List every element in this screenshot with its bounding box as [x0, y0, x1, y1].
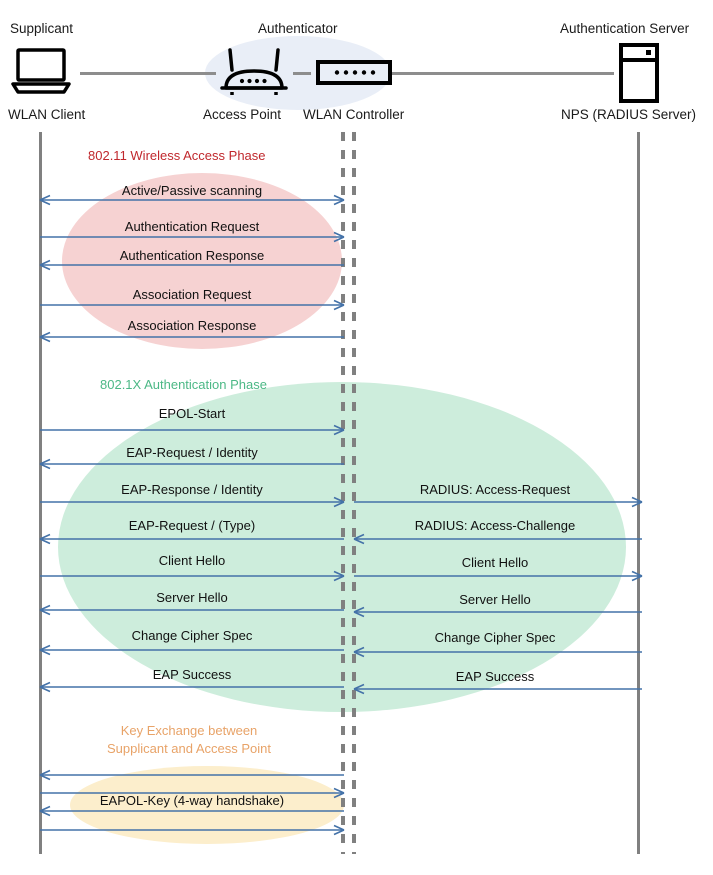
message-arrow-eapol-key-3: [34, 804, 350, 818]
message-arrow-radius-access-challenge: [348, 532, 648, 546]
message-label-authentication-request: Authentication Request: [124, 219, 260, 234]
message-label-client-hello-right: Client Hello: [461, 555, 529, 570]
message-label-eap-response-identity: EAP-Response / Identity: [121, 482, 263, 497]
message-arrow-eap-request-type: [34, 532, 350, 546]
message-arrow-authentication-response: [34, 258, 350, 272]
message-arrow-radius-access-request: [348, 495, 648, 509]
message-arrow-server-hello-right: [348, 605, 648, 619]
message-arrow-epol-start: [34, 423, 350, 437]
message-label-eap-request-identity: EAP-Request / Identity: [126, 445, 258, 460]
message-label-radius-access-challenge: RADIUS: Access-Challenge: [414, 518, 576, 533]
actor-device-nps-radius-server: NPS (RADIUS Server): [561, 107, 697, 122]
message-label-radius-access-request: RADIUS: Access-Request: [419, 482, 571, 497]
link-controller-to-server: [392, 72, 614, 75]
phase-ellipse-wireless: [62, 173, 342, 349]
message-arrow-client-hello-left: [34, 569, 350, 583]
phase-title-wireless: 802.11 Wireless Access Phase: [88, 148, 266, 163]
actor-role-supplicant: Supplicant: [10, 21, 74, 36]
lifeline-authenticator-left: [341, 132, 345, 854]
message-arrow-eapol-key-4: [34, 823, 350, 837]
message-label-eap-success-left: EAP Success: [152, 667, 232, 682]
message-arrow-eap-response-identity: [34, 495, 350, 509]
message-label-eap-request-type: EAP-Request / (Type): [128, 518, 256, 533]
message-arrow-client-hello-right: [348, 569, 648, 583]
wlan-controller-icon: [316, 59, 392, 87]
message-label-active-passive-scanning: Active/Passive scanning: [121, 183, 263, 198]
message-arrow-association-response: [34, 330, 350, 344]
link-ap-to-controller: [293, 72, 311, 75]
message-arrow-authentication-request: [34, 230, 350, 244]
message-label-change-cipher-spec-right: Change Cipher Spec: [434, 630, 556, 645]
actor-device-access-point: Access Point: [203, 107, 282, 122]
actor-role-authentication-server: Authentication Server: [560, 21, 690, 36]
message-arrow-eap-request-identity: [34, 457, 350, 471]
laptop-icon: [10, 48, 72, 96]
phase-title-dot1x: 802.1X Authentication Phase: [100, 377, 267, 392]
message-label-association-request: Association Request: [132, 287, 252, 302]
message-label-change-cipher-spec-left: Change Cipher Spec: [131, 628, 253, 643]
message-arrow-change-cipher-spec-left: [34, 643, 350, 657]
message-label-association-response: Association Response: [127, 318, 257, 333]
message-arrow-eap-success-left: [34, 680, 350, 694]
message-arrow-eap-success-right: [348, 682, 648, 696]
message-label-server-hello-right: Server Hello: [459, 592, 531, 607]
lifeline-authenticator-right: [352, 132, 356, 854]
lifeline-supplicant: [39, 132, 42, 854]
message-label-server-hello-left: Server Hello: [156, 590, 228, 605]
phase-ellipse-key-exchange: [70, 766, 344, 844]
message-arrow-association-request: [34, 298, 350, 312]
actor-device-wlan-controller: WLAN Controller: [303, 107, 405, 122]
lifeline-authentication-server: [637, 132, 640, 854]
message-arrow-server-hello-left: [34, 603, 350, 617]
message-label-epol-start: EPOL-Start: [158, 406, 226, 421]
phase-title-key-exchange-line1: Key Exchange between: [120, 723, 258, 738]
message-arrow-change-cipher-spec-right: [348, 645, 648, 659]
wireless-access-point-icon: [216, 46, 292, 98]
message-label-authentication-response: Authentication Response: [119, 248, 265, 263]
link-client-to-ap: [80, 72, 216, 75]
message-arrow-active-passive-scanning: [34, 193, 350, 207]
message-label-eapol-key-handshake: EAPOL-Key (4-way handshake): [99, 793, 285, 808]
server-rack-icon: [618, 43, 660, 103]
phase-title-key-exchange-line2: Supplicant and Access Point: [106, 741, 272, 756]
message-label-eap-success-right: EAP Success: [455, 669, 535, 684]
message-label-client-hello-left: Client Hello: [158, 553, 226, 568]
actor-role-authenticator: Authenticator: [258, 21, 338, 36]
message-arrow-eapol-key-1: [34, 768, 350, 782]
message-arrow-eapol-key-2: [34, 786, 350, 800]
actor-device-wlan-client: WLAN Client: [8, 107, 86, 122]
